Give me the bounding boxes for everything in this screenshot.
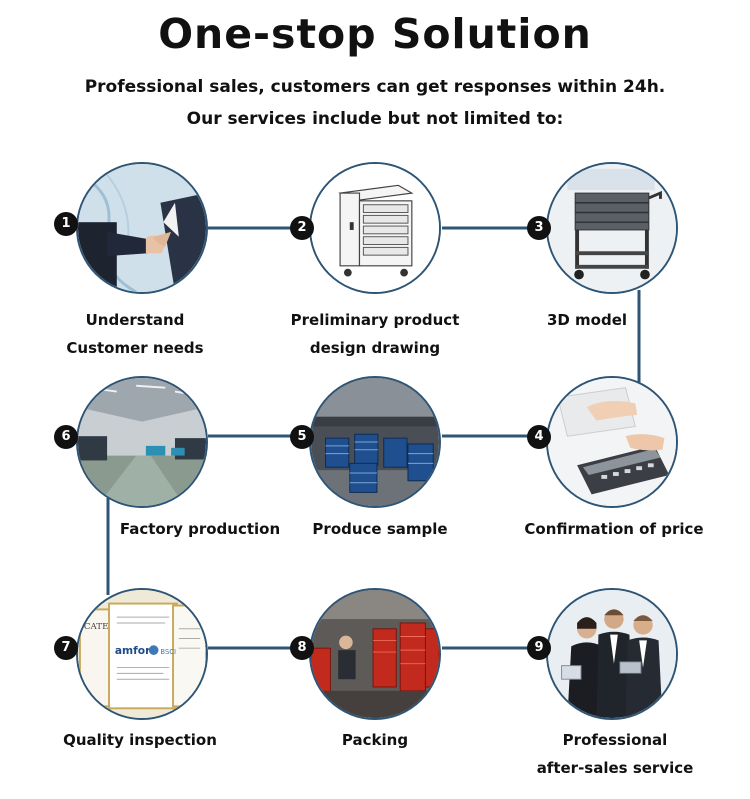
step-9-image-team — [546, 588, 678, 720]
step-3-image-3d-model — [546, 162, 678, 294]
step-9-label-line1: Professional — [562, 731, 668, 749]
step-4-image-calculator — [546, 376, 678, 508]
certificate-heading: CATE — [84, 622, 109, 632]
step-2-badge: 2 — [290, 216, 314, 240]
step-9-badge: 9 — [527, 636, 551, 660]
step-6-image-factory — [76, 376, 208, 508]
step-6-badge: 6 — [54, 425, 78, 449]
step-7-image-certificates: CATE amfori BSCI — [76, 588, 208, 720]
step-2-label-line2: design drawing — [309, 339, 441, 357]
step-5-image-samples — [309, 376, 441, 508]
step-3-badge: 3 — [527, 216, 551, 240]
step-4-label: Confirmation of price — [524, 520, 704, 538]
step-1-image-handshake — [76, 162, 208, 294]
subtitle-line-2: Our services include but not limited to: — [186, 109, 564, 129]
step-4-badge: 4 — [527, 425, 551, 449]
step-2-image-design-drawing — [309, 162, 441, 294]
page-title: One-stop Solution — [158, 10, 592, 58]
step-8-label: Packing — [341, 731, 409, 749]
certificate-program: BSCI — [160, 648, 176, 656]
step-7-label: Quality inspection — [63, 731, 217, 749]
step-8-image-packing — [309, 588, 441, 720]
step-9-label-line2: after-sales service — [536, 759, 694, 777]
subtitle-line-1: Professional sales, customers can get re… — [84, 77, 666, 97]
step-5-label: Produce sample — [312, 520, 448, 538]
step-7-badge: 7 — [54, 636, 78, 660]
step-2-label-line1: Preliminary product — [290, 311, 460, 329]
step-5-badge: 5 — [290, 425, 314, 449]
step-9-label: Professional after-sales service — [520, 726, 710, 782]
step-1-label: Understand Customer needs — [40, 306, 230, 362]
step-1-label-line2: Customer needs — [66, 339, 204, 357]
step-1-badge: 1 — [54, 212, 78, 236]
certificate-brand: amfori — [115, 644, 154, 657]
step-8-badge: 8 — [290, 636, 314, 660]
step-6-label: Factory production — [119, 520, 281, 538]
step-3-label: 3D model — [546, 311, 628, 329]
step-2-label: Preliminary product design drawing — [275, 306, 475, 362]
step-1-label-line1: Understand — [85, 311, 185, 329]
